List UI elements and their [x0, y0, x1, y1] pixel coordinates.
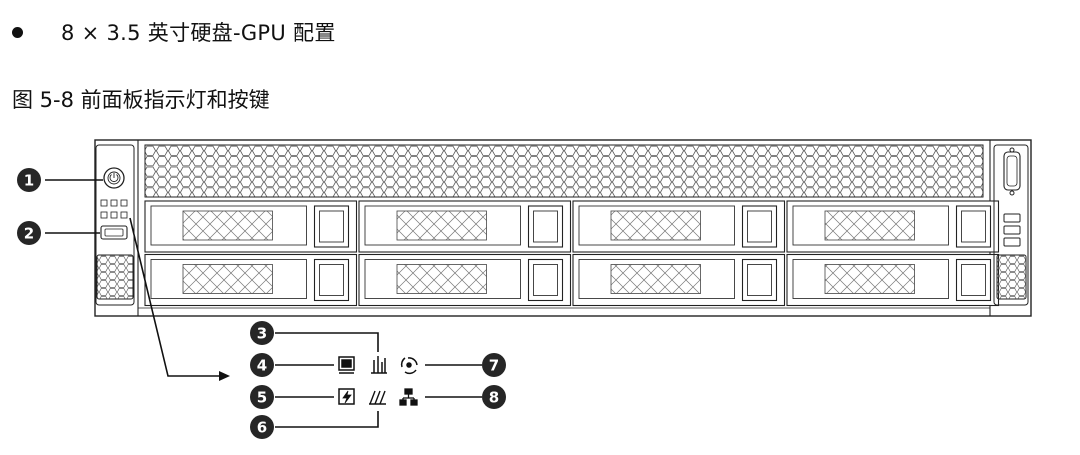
- heat-icon: [369, 390, 386, 405]
- drive-release-latch[interactable]: [313, 258, 350, 302]
- top-vent-grille: [144, 144, 984, 198]
- figure-caption: 图 5-8 前面板指示灯和按键: [12, 88, 270, 112]
- drive-release-latch[interactable]: [955, 205, 992, 248]
- callout-number: 4: [257, 357, 267, 375]
- callout-3: 3: [250, 321, 274, 345]
- drive-tray-grille: [824, 264, 915, 294]
- callout-number: 1: [24, 172, 34, 190]
- callout-number: 7: [489, 357, 499, 375]
- drive-tray-grille: [182, 210, 273, 241]
- heading-text: 8 × 3.5 英寸硬盘-GPU 配置: [61, 21, 336, 45]
- left-ear-panel: [95, 144, 135, 306]
- drive-release-latch[interactable]: [955, 258, 992, 302]
- drive-bay[interactable]: [144, 253, 358, 307]
- usb-port-2[interactable]: [1003, 225, 1021, 235]
- power-button[interactable]: [103, 167, 125, 189]
- right-ear-panel: [993, 144, 1029, 306]
- callout-1: 1: [17, 168, 41, 192]
- drive-bay[interactable]: [358, 200, 572, 253]
- callout-number: 5: [257, 389, 267, 407]
- bullet-heading: 8 × 3.5 英寸硬盘-GPU 配置: [12, 14, 336, 50]
- bullet-dot: [12, 26, 23, 38]
- drive-release-latch[interactable]: [741, 258, 778, 302]
- drive-tray-grille: [182, 264, 273, 294]
- callout-number: 3: [257, 325, 267, 343]
- vga-port[interactable]: [100, 225, 128, 240]
- bar-graph-icon: [371, 356, 387, 374]
- callout-number: 8: [489, 389, 499, 407]
- drive-release-latch[interactable]: [741, 205, 778, 248]
- callout-8: 8: [482, 385, 506, 409]
- drive-tray-grille: [824, 210, 915, 241]
- network-icon: [399, 388, 418, 406]
- callout-5: 5: [250, 385, 274, 409]
- callout-7: 7: [482, 353, 506, 377]
- drive-release-latch[interactable]: [527, 258, 564, 302]
- drive-bay[interactable]: [144, 200, 358, 253]
- fan-icon: [400, 357, 418, 375]
- drive-bay[interactable]: [358, 253, 572, 307]
- callout-6: 6: [250, 415, 274, 439]
- ear-indicator-icons: [100, 199, 128, 219]
- drive-tray-grille: [610, 210, 701, 241]
- usb-port-1[interactable]: [1003, 213, 1021, 223]
- drive-bay-grid: [144, 200, 1000, 307]
- drive-release-latch[interactable]: [313, 205, 350, 248]
- leader-lines: [45, 179, 482, 428]
- power-icon: [338, 388, 355, 405]
- indicator-icons: [338, 356, 418, 406]
- callout-markers: 1 2 3 4 5 6 7 8: [17, 168, 506, 439]
- drive-tray-grille: [610, 264, 701, 294]
- drive-bay[interactable]: [572, 200, 786, 253]
- callout-number: 6: [257, 419, 267, 437]
- drive-tray-grille: [396, 264, 487, 294]
- drive-bay[interactable]: [572, 253, 786, 307]
- drive-tray-grille: [396, 210, 487, 241]
- drive-release-latch[interactable]: [527, 205, 564, 248]
- system-status-monitor-icon: [338, 356, 355, 374]
- callout-4: 4: [250, 353, 274, 377]
- callout-2: 2: [17, 221, 41, 245]
- callout-number: 2: [24, 225, 34, 243]
- usb-port-3[interactable]: [1003, 237, 1021, 247]
- drive-bay[interactable]: [786, 200, 1000, 253]
- drive-bay[interactable]: [786, 253, 1000, 307]
